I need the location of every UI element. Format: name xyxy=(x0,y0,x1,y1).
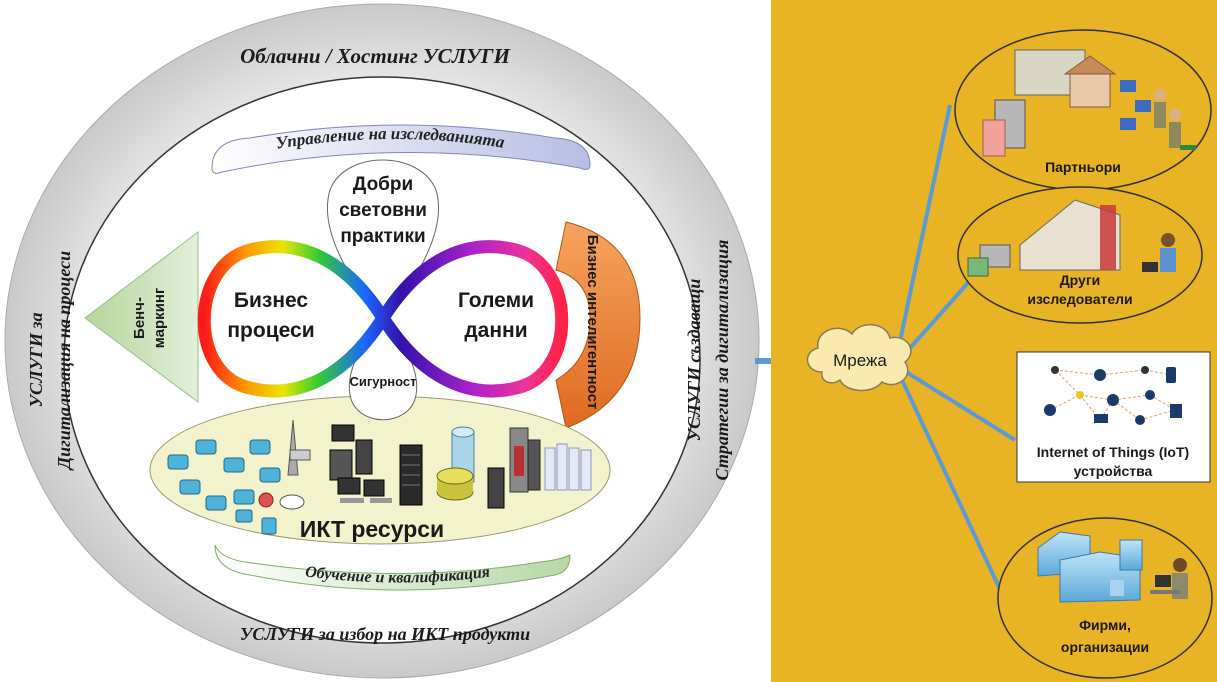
node-researchers-line1: Други xyxy=(1060,272,1101,288)
iot-network-icon xyxy=(1044,366,1182,425)
node-iot-line2: устройства xyxy=(1074,463,1153,479)
node-researchers-line2: изследователи xyxy=(1027,291,1132,307)
benchmarking-line2: маркинг xyxy=(151,288,168,348)
server-rack-icon xyxy=(399,444,423,506)
training-label: Обучение и квалификация xyxy=(304,563,491,586)
training-arc xyxy=(214,544,571,591)
best-practices-line3: практики xyxy=(340,226,425,247)
ring-right-text: УСЛУГИ създаващи Стратегии за дигитализа… xyxy=(684,240,732,481)
people-at-computers-icon xyxy=(1120,80,1196,150)
network-cloud: Мрежа xyxy=(806,324,912,392)
ring-right-line2: Стратегии за дигитализация xyxy=(712,240,732,481)
node-researchers: Други изследователи xyxy=(957,186,1203,324)
node-iot-line1: Internet of Things (IoT) xyxy=(1037,444,1189,460)
best-practices-line1: Добри xyxy=(353,174,413,195)
ring-left-line2: Дигитализация на процеси xyxy=(54,251,74,471)
link-partners xyxy=(893,104,952,366)
benchmarking-line1: Бенч- xyxy=(131,297,148,339)
database-icon xyxy=(436,426,475,501)
big-data-line2: данни xyxy=(464,319,527,342)
node-partners: Партньори xyxy=(954,29,1212,191)
ring-right-line1: УСЛУГИ създаващи xyxy=(684,279,704,442)
ring-left-text: УСЛУГИ за Дигитализация на процеси xyxy=(26,251,74,471)
node-partners-label: Партньори xyxy=(1045,159,1121,175)
workstation-icons xyxy=(329,424,392,503)
ring-left-line1: УСЛУГИ за xyxy=(26,312,46,407)
network-label: Мрежа xyxy=(833,351,887,370)
node-iot: Internet of Things (IoT) устройства xyxy=(1016,351,1211,483)
cloud-shape xyxy=(806,324,912,392)
mainframe-icon xyxy=(487,427,541,509)
research-arc xyxy=(211,124,591,174)
person-at-desk-icon xyxy=(1150,558,1188,599)
business-intelligence-label: Бизнес интелигентност xyxy=(584,235,601,410)
business-intelligence-label-group: Бизнес интелигентност xyxy=(584,235,601,410)
business-intelligence-arc xyxy=(555,221,641,429)
link-iot xyxy=(893,363,1017,442)
ring-bottom-text: УСЛУГИ за избор на ИКТ продукти xyxy=(240,624,530,644)
business-processes-line2: процеси xyxy=(227,319,314,342)
best-practices-line2: световни xyxy=(339,200,427,221)
benchmarking-label: Бенч- маркинг xyxy=(131,288,168,348)
antenna-icon xyxy=(287,419,311,476)
network-switch-icons xyxy=(167,439,305,535)
big-data-line1: Големи xyxy=(458,289,534,312)
left-diagram: Облачни / Хостинг УСЛУГИ УСЛУГИ за избор… xyxy=(4,3,760,679)
room-icon xyxy=(1019,199,1121,271)
node-companies-line2: организации xyxy=(1061,639,1149,655)
ict-resources-label: ИКТ ресурси xyxy=(300,516,444,542)
person-at-laptop-icon xyxy=(1142,233,1176,272)
node-companies-line1: Фирми, xyxy=(1079,617,1131,633)
link-companies xyxy=(893,364,1007,601)
business-processes-line1: Бизнес xyxy=(234,289,309,312)
storage-icon xyxy=(982,119,1006,157)
ict-devices xyxy=(167,419,592,535)
house-icon xyxy=(1069,71,1111,108)
ring-top-text: Облачни / Хостинг УСЛУГИ xyxy=(240,44,510,68)
node-companies: Фирми, организации xyxy=(997,517,1213,679)
storage-array-icon xyxy=(544,443,592,491)
company-buildings-icon xyxy=(1037,531,1143,603)
security-label: Сигурност xyxy=(349,374,416,389)
infinity-loop xyxy=(197,240,569,398)
storage-icon-2 xyxy=(967,257,989,277)
